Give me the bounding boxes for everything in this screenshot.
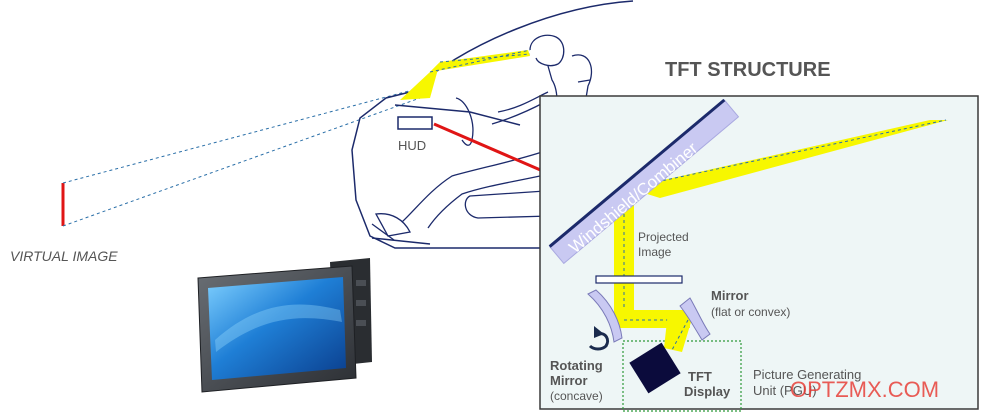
monitor-icon: [197, 258, 372, 393]
tft-structure-panel: [539, 95, 979, 410]
hud-beam-left: [400, 62, 440, 100]
hud-box: [397, 116, 433, 130]
tft-label-1: TFT: [688, 369, 712, 384]
flat-plate: [595, 275, 683, 284]
hud-beam-top: [430, 50, 530, 72]
projected-label-2: Image: [638, 245, 672, 259]
mirror-label: Mirror: [711, 288, 749, 303]
hud-unit: HUD: [397, 49, 546, 174]
rotating-label-1: Rotating: [550, 358, 603, 373]
rotating-label-3: (concave): [550, 389, 603, 403]
projected-label-1: Projected: [638, 230, 689, 244]
beam-output: [628, 120, 948, 198]
windshield-red-line: [433, 122, 546, 174]
virtual-image-group: VIRTUAL IMAGE: [10, 87, 421, 264]
rotating-label-2: Mirror: [550, 373, 588, 388]
rotating-mirror: [587, 289, 623, 343]
tft-label-2: Display: [684, 384, 731, 399]
projection-line-upper: [62, 87, 421, 184]
flat-convex-mirror: [679, 297, 711, 341]
tft-display: [629, 342, 681, 394]
hud-label: HUD: [398, 138, 426, 153]
mirror-sub-label: (flat or convex): [711, 305, 790, 319]
watermark: OPTZMX.COM: [790, 377, 939, 402]
pgu-box: [622, 340, 742, 412]
panel-title: TFT STRUCTURE: [665, 59, 831, 81]
curved-arrow-icon: [588, 326, 610, 351]
projection-line-lower: [62, 97, 421, 227]
virtual-image-label: VIRTUAL IMAGE: [10, 248, 118, 264]
light-path: [614, 119, 948, 352]
pgu-label-2: Unit (PGU): [753, 383, 817, 398]
combiner: [548, 98, 740, 265]
pgu-label-1: Picture Generating: [753, 367, 861, 382]
